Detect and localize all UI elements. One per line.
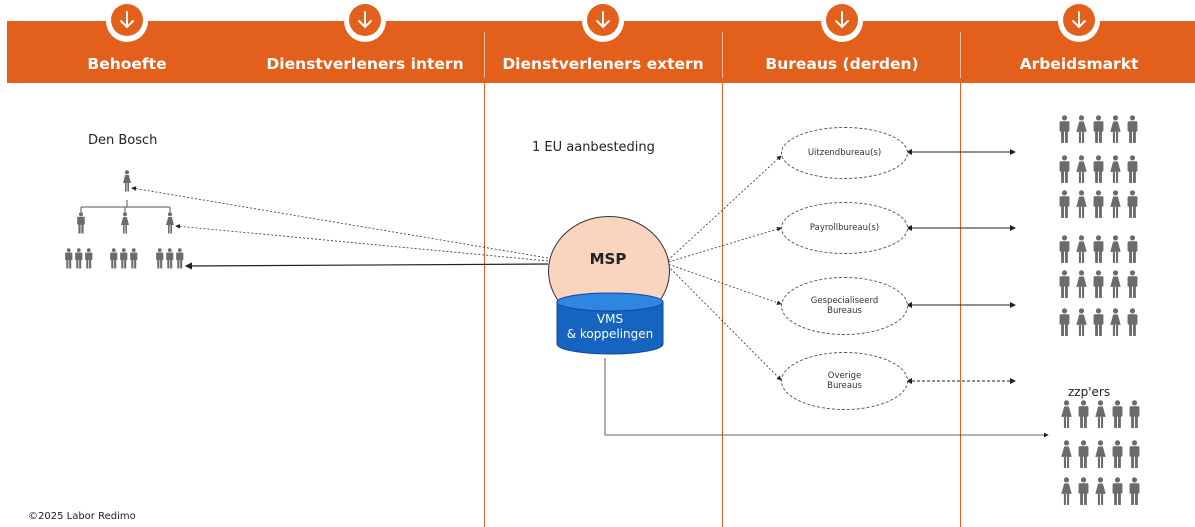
person-icon <box>1076 270 1087 298</box>
person-icon <box>110 248 118 269</box>
header-divider <box>722 32 723 78</box>
arrow-down-icon <box>1058 0 1100 42</box>
person-icon <box>1127 235 1138 263</box>
person-icon <box>1076 190 1087 218</box>
person-icon <box>166 248 174 269</box>
person-icon <box>1093 115 1104 143</box>
person-icon <box>1061 477 1072 505</box>
person-icon <box>1093 235 1104 263</box>
person-icon <box>1127 115 1138 143</box>
bureau-label: Gespecialiseerd Bureaus <box>810 295 879 316</box>
person-icon <box>176 248 184 269</box>
msp-label: MSP <box>589 250 627 268</box>
vms-database-icon <box>556 292 664 355</box>
location-label: Den Bosch <box>88 133 158 148</box>
arrow-down-icon <box>821 0 863 42</box>
person-icon <box>1076 308 1087 336</box>
column-divider <box>484 83 485 527</box>
person-icon <box>1093 270 1104 298</box>
bureau-overige: Overige Bureaus <box>781 352 908 410</box>
person-icon <box>123 170 131 192</box>
tender-label: 1 EU aanbesteding <box>532 140 655 155</box>
person-icon <box>1059 155 1070 183</box>
vms-label: VMS & koppelingen <box>566 312 654 341</box>
person-icon <box>1059 190 1070 218</box>
column-title-intern: Dienstverleners intern <box>266 55 464 73</box>
person-icon <box>1129 477 1140 505</box>
copyright-text: ©2025 Labor Redimo <box>28 511 136 522</box>
person-icon <box>121 212 129 234</box>
person-icon <box>1110 270 1121 298</box>
bureau-payroll: Payrollbureau(s) <box>781 202 908 254</box>
bureau-label: Payrollbureau(s) <box>809 222 880 233</box>
person-icon <box>156 248 164 269</box>
person-icon <box>1076 115 1087 143</box>
column-title-behoefte: Behoefte <box>87 55 167 73</box>
person-icon <box>1110 235 1121 263</box>
arrow-down-icon <box>106 0 148 42</box>
person-icon <box>120 248 128 269</box>
person-icon <box>1095 477 1106 505</box>
person-icon <box>1110 155 1121 183</box>
bureau-label: Overige Bureaus <box>827 370 862 391</box>
person-icon <box>1095 440 1106 468</box>
header-divider <box>484 32 485 78</box>
column-title-arbeidsmarkt: Arbeidsmarkt <box>1019 55 1139 73</box>
person-icon <box>1061 440 1072 468</box>
person-icon <box>1127 270 1138 298</box>
person-icon <box>1127 308 1138 336</box>
person-icon <box>1078 477 1089 505</box>
person-icon <box>85 248 93 269</box>
person-icon <box>1059 235 1070 263</box>
person-icon <box>1110 190 1121 218</box>
person-icon <box>1093 155 1104 183</box>
bureau-label: Uitzendbureau(s) <box>807 147 882 158</box>
person-icon <box>1129 440 1140 468</box>
person-icon <box>1078 440 1089 468</box>
person-icon <box>1112 477 1123 505</box>
person-icon <box>130 248 138 269</box>
person-icon <box>166 212 174 234</box>
bureau-uitzend: Uitzendbureau(s) <box>781 127 908 179</box>
person-icon <box>1076 155 1087 183</box>
person-icon <box>1129 400 1140 428</box>
person-icon <box>75 248 83 269</box>
person-icon <box>1078 400 1089 428</box>
column-divider <box>722 83 723 527</box>
bureau-gespecialiseerd: Gespecialiseerd Bureaus <box>781 277 908 335</box>
person-icon <box>1059 308 1070 336</box>
person-icon <box>1059 115 1070 143</box>
person-icon <box>1127 190 1138 218</box>
person-icon <box>1076 235 1087 263</box>
person-icon <box>1093 308 1104 336</box>
person-icon <box>1112 400 1123 428</box>
person-icon <box>1059 270 1070 298</box>
person-icon <box>65 248 73 269</box>
header-divider <box>960 32 961 78</box>
person-icon <box>1110 115 1121 143</box>
zzp-label: zzp'ers <box>1068 385 1111 399</box>
person-icon <box>1061 400 1072 428</box>
person-icon <box>1110 308 1121 336</box>
person-icon <box>1095 400 1106 428</box>
column-title-bureaus: Bureaus (derden) <box>765 55 919 73</box>
person-icon <box>1112 440 1123 468</box>
column-title-extern: Dienstverleners extern <box>502 55 704 73</box>
arrow-down-icon <box>344 0 386 42</box>
person-icon <box>1093 190 1104 218</box>
person-icon <box>77 212 85 234</box>
arrow-down-icon <box>582 0 624 42</box>
person-icon <box>1127 155 1138 183</box>
